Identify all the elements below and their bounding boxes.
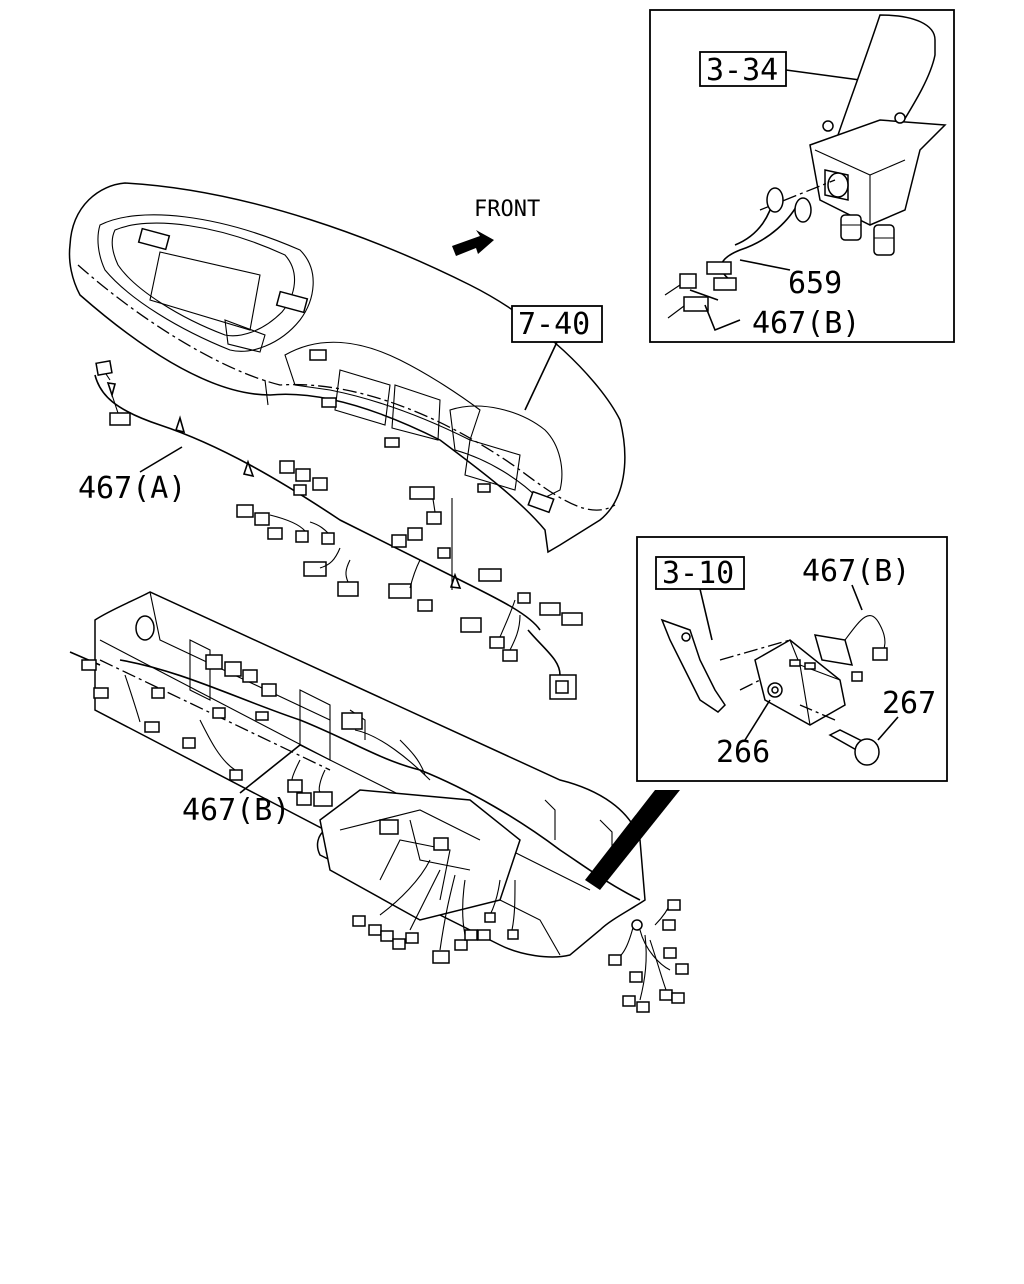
front-direction: FRONT — [452, 197, 540, 256]
instrument-panel — [68, 182, 626, 554]
leader-467b-main — [239, 744, 301, 794]
ref-3-34-label: 3-34 — [706, 53, 778, 88]
ref-3-10-label: 3-10 — [662, 556, 734, 591]
part-467b-inset1-label: 467(B) — [752, 306, 860, 341]
inset-3-34: 3-34 659 467(B) — [649, 9, 955, 343]
part-467b-inset2-label: 467(B) — [802, 554, 910, 589]
callout-7-40: 7-40 — [511, 305, 603, 411]
part-266-label: 266 — [716, 735, 770, 770]
ref-7-40-label: 7-40 — [518, 307, 590, 342]
part-467b-main-label: 467(B) — [182, 793, 290, 828]
inset-3-10: 3-10 467(B) 266 267 — [636, 536, 948, 782]
part-267-label: 267 — [882, 686, 936, 721]
leader-467a — [139, 446, 183, 473]
part-659-label: 659 — [788, 266, 842, 301]
front-label: FRONT — [474, 197, 540, 222]
arrow-icon — [452, 230, 494, 256]
inset-pointer — [585, 790, 680, 890]
cross-car-beam — [69, 591, 689, 1013]
part-467a-label: 467(A) — [78, 471, 186, 506]
harness-467a — [94, 360, 583, 700]
